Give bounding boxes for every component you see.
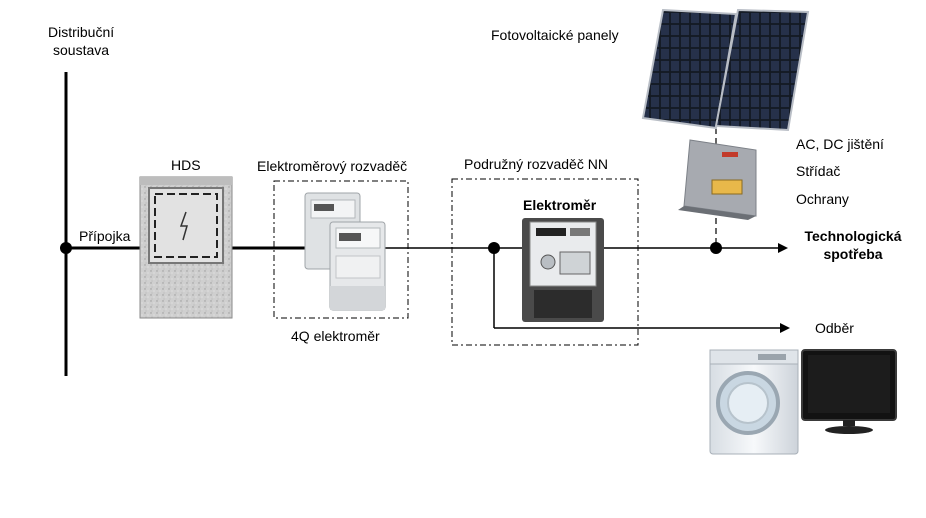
junction-sub bbox=[488, 242, 500, 254]
hds-box-image bbox=[139, 176, 233, 319]
grid-label-line1: Distribuční bbox=[48, 24, 115, 40]
sub-switchboard-box bbox=[451, 178, 639, 346]
protection-label: AC, DC jištění bbox=[796, 136, 884, 152]
hds-label: HDS bbox=[171, 157, 201, 173]
meter-4q-image bbox=[304, 192, 386, 311]
inverter-label: Střídač bbox=[796, 163, 841, 179]
meter-cabinet-label: Elektroměrový rozvaděč bbox=[257, 158, 408, 174]
grid-label-line2: soustava bbox=[53, 42, 110, 58]
meter-label: Elektroměr bbox=[523, 197, 597, 213]
arrow-consumption bbox=[780, 323, 790, 333]
meter-image bbox=[522, 218, 604, 322]
sub-switchboard-label: Podružný rozvaděč NN bbox=[464, 156, 608, 172]
inverter-image bbox=[678, 139, 757, 220]
protections-label: Ochrany bbox=[796, 191, 849, 207]
junction-pv bbox=[710, 242, 722, 254]
meter-cabinet-box bbox=[273, 180, 409, 319]
pv-panels-label: Fotovoltaické panely bbox=[491, 27, 619, 43]
tech-consumption-label-line1: Technologická bbox=[804, 228, 902, 244]
tech-consumption-label-line2: spotřeba bbox=[823, 246, 883, 262]
junction-grid bbox=[60, 242, 72, 254]
pv-panels-image bbox=[641, 8, 810, 132]
consumption-label: Odběr bbox=[815, 320, 854, 336]
arrow-tech bbox=[778, 243, 788, 253]
meter-4q-label: 4Q elektroměr bbox=[291, 328, 380, 344]
connection-label: Přípojka bbox=[79, 228, 131, 244]
washing-machine-image bbox=[709, 349, 799, 455]
tv-image bbox=[801, 349, 897, 434]
